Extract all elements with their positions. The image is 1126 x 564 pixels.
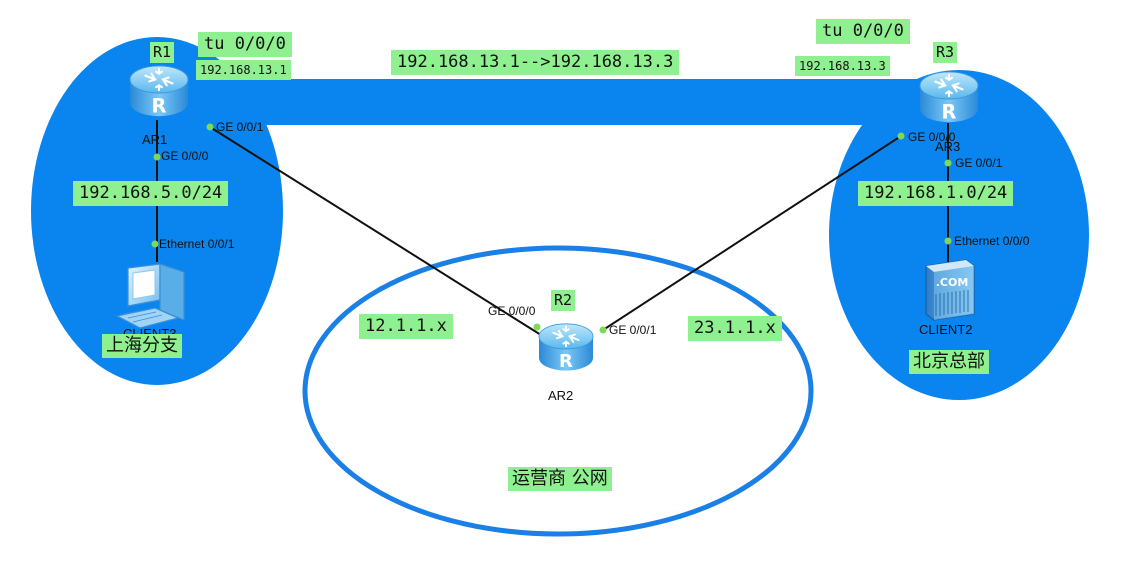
port-dot-client3-eth [151, 240, 159, 248]
r1-tunnel-interface-label: tu 0/0/0 [198, 32, 292, 57]
isp-public-network-label: 运营商 公网 [508, 467, 612, 491]
beijing-lan-subnet-label: 192.168.1.0/24 [858, 181, 1014, 206]
port-dots [151, 123, 952, 334]
ar1-ge001-port-label: GE 0/0/1 [216, 120, 264, 134]
port-dot-ar3-ge001 [944, 159, 952, 167]
ar1-ge000-port-label: GE 0/0/0 [161, 149, 209, 163]
router-ar2-icon[interactable] [538, 322, 594, 373]
router-ar1-icon[interactable] [128, 64, 190, 119]
shanghai-branch-label: 上海分支 [102, 334, 182, 358]
router-ar3-icon[interactable] [918, 70, 980, 125]
ar2-ge001-port-label: GE 0/0/1 [609, 323, 657, 337]
gre-tunnel-band [186, 79, 940, 125]
r2-tag-label: R2 [551, 290, 576, 311]
port-dot-ar1-ge001 [206, 123, 214, 131]
beijing-hq-area [829, 70, 1089, 400]
ar2-ge000-port-label: GE 0/0/0 [488, 304, 536, 318]
port-dot-client2-eth [944, 237, 952, 245]
r1-tunnel-ip-label: 192.168.13.1 [196, 60, 291, 80]
shanghai-lan-subnet-label: 192.168.5.0/24 [73, 181, 229, 206]
port-dot-ar1-ge000 [153, 153, 161, 161]
r1-tag-label: R1 [150, 42, 175, 63]
beijing-hq-label: 北京总部 [909, 350, 989, 374]
ar2-device-name: AR2 [548, 388, 574, 403]
r3-tag-label: R3 [933, 42, 958, 63]
port-dot-ar3-ge000 [897, 132, 905, 140]
server-client2-icon[interactable]: .COM [925, 259, 975, 321]
server-badge-text: .COM [936, 276, 969, 289]
port-dot-ar2-ge001 [599, 326, 607, 334]
link-ar2-ar3 [602, 135, 902, 331]
r3-tunnel-interface-label: tu 0/0/0 [816, 19, 910, 44]
r3-tunnel-ip-label: 192.168.13.3 [795, 56, 890, 76]
ar3-ge000-port-label: GE 0/0/0 [908, 130, 956, 144]
pc-client3-icon[interactable] [115, 263, 185, 329]
client3-eth-port-label: Ethernet 0/0/1 [159, 237, 235, 251]
left-wan-subnet-label: 12.1.1.x [359, 314, 453, 339]
client2-device-name: CLIENT2 [919, 322, 973, 337]
right-wan-subnet-label: 23.1.1.x [688, 316, 782, 341]
tunnel-path-label: 192.168.13.1-->192.168.13.3 [391, 50, 680, 75]
ar1-device-name: AR1 [142, 132, 168, 147]
link-ar1-ar2 [209, 126, 542, 336]
isp-public-network-area [302, 245, 814, 537]
ar3-ge001-port-label: GE 0/0/1 [955, 156, 1003, 170]
ar3-device-name: AR3 [935, 139, 961, 154]
port-dot-ar2-ge000 [533, 323, 541, 331]
client2-eth-port-label: Ethernet 0/0/0 [954, 234, 1030, 248]
